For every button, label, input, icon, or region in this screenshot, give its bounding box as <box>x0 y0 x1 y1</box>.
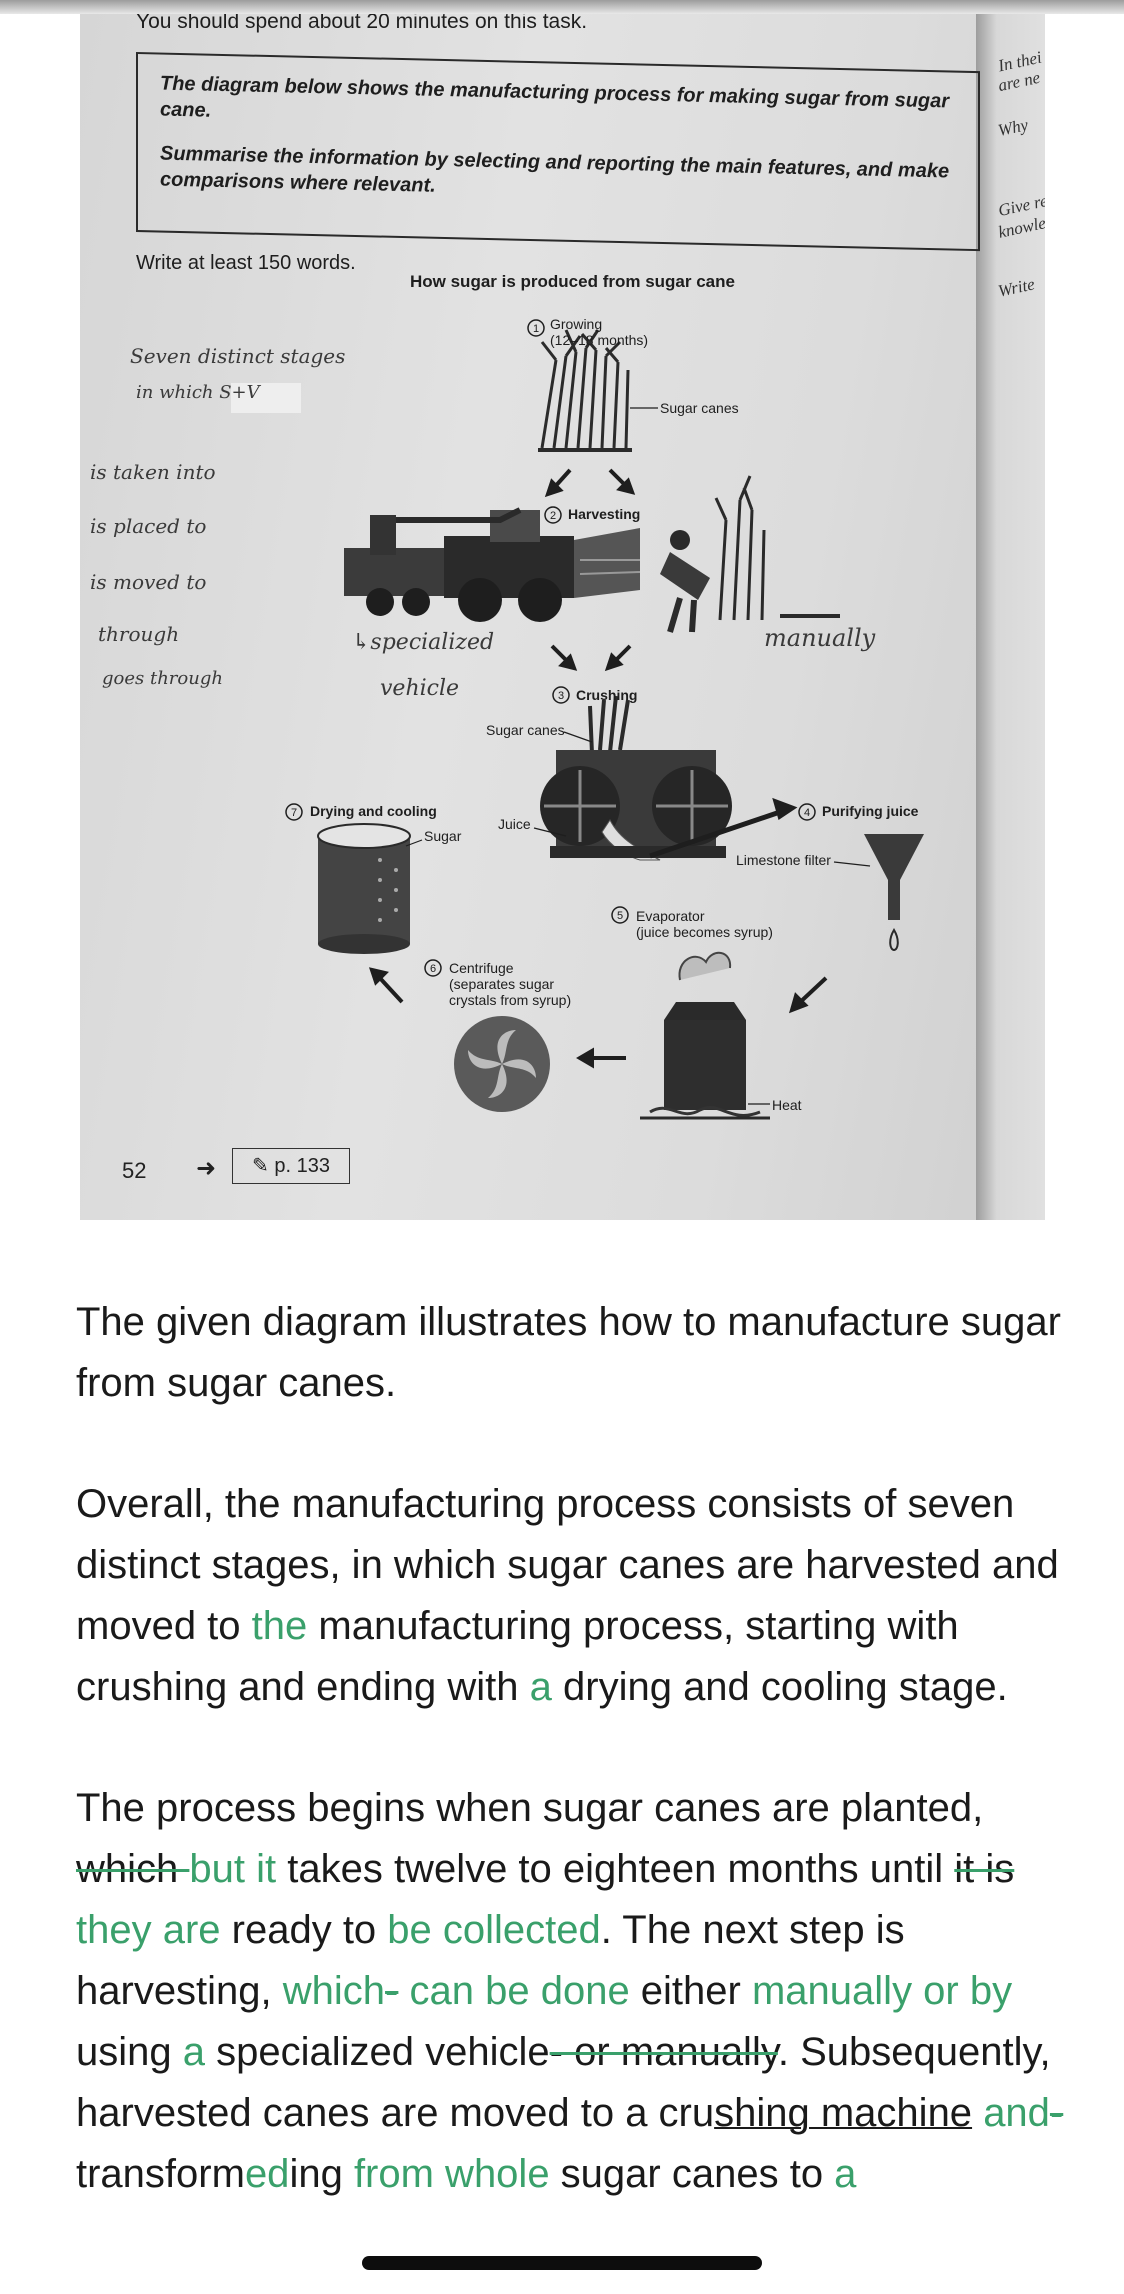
farm-worker-icon <box>660 475 840 633</box>
drying-drum-icon <box>317 823 411 954</box>
essay-text-run: drying and cooling stage. <box>551 1665 1008 1709</box>
handwritten-note: manually <box>764 624 876 652</box>
correction-insert: they are <box>76 1908 221 1952</box>
handwritten-verb: goes through <box>102 668 223 689</box>
correction-delete: - or manually <box>549 2030 778 2074</box>
correction-insert: which <box>282 1969 386 2013</box>
page-reference: ✎ p. 133 <box>232 1148 350 1184</box>
handwritten-note: vehicle <box>380 676 460 701</box>
essay-paragraph-3: The process begins when sugar canes are … <box>76 1778 1066 2205</box>
juice-label: Juice <box>498 816 531 832</box>
handwritten-note: Seven distinct stages <box>130 344 346 368</box>
essay-text-run: using <box>76 2030 183 2074</box>
correction-insert: can be done <box>398 1969 630 2013</box>
task-time-instruction: You should spend about 20 minutes on thi… <box>136 10 588 33</box>
essay-paragraph-1: The given diagram illustrates how to man… <box>76 1292 1066 1414</box>
correction-insert: and <box>983 2091 1050 2135</box>
handwritten-verb: is moved to <box>90 570 207 594</box>
handwritten-verb: is taken into <box>90 460 216 484</box>
step-6-title: Centrifuge <box>449 960 514 976</box>
arrow-right-icon: ➜ <box>196 1155 217 1182</box>
textbook-photo[interactable]: In thei are ne Why Give re knowle Write … <box>80 0 1045 1220</box>
evaporator-icon <box>640 952 770 1120</box>
handwritten-note: ↳specialized <box>352 630 495 655</box>
crushing-canes-label: Sugar canes <box>486 722 565 738</box>
essay-text[interactable]: The given diagram illustrates how to man… <box>76 1292 1066 2265</box>
word-count-instruction: Write at least 150 words. <box>136 252 356 274</box>
essay-text-run <box>972 2091 983 2135</box>
status-bar <box>0 0 1124 14</box>
harvester-vehicle-icon <box>344 507 641 622</box>
correction-delete: - <box>385 1969 399 2013</box>
process-diagram: 1 2 3 4 5 6 7 <box>285 319 924 1120</box>
correction-delete: it is <box>954 1847 1015 1891</box>
correction-delete: - <box>1049 2091 1064 2135</box>
essay-text-run: specialized vehicle <box>205 2030 550 2074</box>
crushing-machine-icon <box>540 695 732 861</box>
sugar-label: Sugar <box>424 828 462 844</box>
diagram-title: How sugar is produced from sugar cane <box>410 272 735 291</box>
essay-text-run: . The next step is harvesting, <box>76 1908 905 2013</box>
svg-text:2: 2 <box>550 510 556 522</box>
page-number: 52 <box>122 1158 147 1183</box>
essay-text-run: The given diagram illustrates how to man… <box>76 1300 1061 1405</box>
essay-text-run: sugar canes to <box>549 2152 835 2196</box>
correction-delete: which <box>76 1847 190 1891</box>
correction-insert: ed <box>244 2152 290 2196</box>
correction-insert: a <box>182 2030 205 2074</box>
correction-insert: a <box>529 1665 552 1709</box>
svg-text:7: 7 <box>291 807 297 819</box>
limestone-filter-label: Limestone filter <box>736 852 831 868</box>
essay-text-run: ready to <box>220 1908 388 1952</box>
correction-insert: but it <box>189 1847 277 1891</box>
correction-insert: from whole <box>353 2152 550 2196</box>
essay-text-run: takes twelve to eighteen months until <box>276 1847 955 1891</box>
centrifuge-icon <box>454 1016 550 1112</box>
step-1-subtitle: (12–18 months) <box>550 332 649 348</box>
svg-text:5: 5 <box>617 910 623 922</box>
essay-text-run: Overall, the manufacturing process consi… <box>76 1482 1059 1648</box>
step-5-title: Evaporator <box>636 908 705 924</box>
sugar-canes-icon <box>538 329 632 452</box>
correction-insert: be collected <box>387 1908 601 1952</box>
underlined-text: shing machine <box>714 2091 973 2135</box>
svg-text:1: 1 <box>533 323 539 335</box>
essay-text-run: manufacturing process, starting with cru… <box>76 1604 959 1709</box>
correction-insert: a <box>834 2152 857 2196</box>
handwritten-verb: is placed to <box>90 514 207 538</box>
limestone-filter-icon <box>864 834 924 952</box>
page-reference-label: p. 133 <box>274 1155 330 1177</box>
essay-text-run: either <box>629 1969 752 2013</box>
step-6-subtitle: (separates sugar <box>449 976 555 992</box>
essay-text-run: transform <box>76 2152 245 2196</box>
svg-text:6: 6 <box>430 963 436 975</box>
step-5-subtitle: (juice becomes syrup) <box>636 924 773 940</box>
sugar-canes-label: Sugar canes <box>660 400 739 416</box>
step-1-title: Growing <box>550 316 603 332</box>
step-2-title: Harvesting <box>568 506 641 522</box>
adjacent-page-edge <box>976 0 1045 1220</box>
step-3-title: Crushing <box>576 687 638 703</box>
correction-insert: the <box>251 1604 308 1648</box>
essay-text-run: The process begins when sugar canes are … <box>76 1786 984 1830</box>
heat-label: Heat <box>772 1097 802 1113</box>
svg-text:4: 4 <box>804 807 810 819</box>
essay-paragraph-2: Overall, the manufacturing process consi… <box>76 1474 1066 1718</box>
highlight-mark <box>231 383 301 413</box>
svg-text:3: 3 <box>558 690 564 702</box>
essay-text-run: . Subsequently, harvested canes are move… <box>76 2030 1051 2135</box>
step-4-title: Purifying juice <box>822 803 919 819</box>
correction-insert: manually or by <box>751 1969 1013 2013</box>
handwritten-note: in which S+V <box>136 382 260 403</box>
handwritten-verb: through <box>98 622 180 646</box>
step-7-title: Drying and cooling <box>310 803 437 819</box>
step-6-subtitle: crystals from syrup) <box>449 992 572 1008</box>
home-indicator[interactable] <box>362 2256 762 2270</box>
essay-text-run: ing <box>289 2152 354 2196</box>
